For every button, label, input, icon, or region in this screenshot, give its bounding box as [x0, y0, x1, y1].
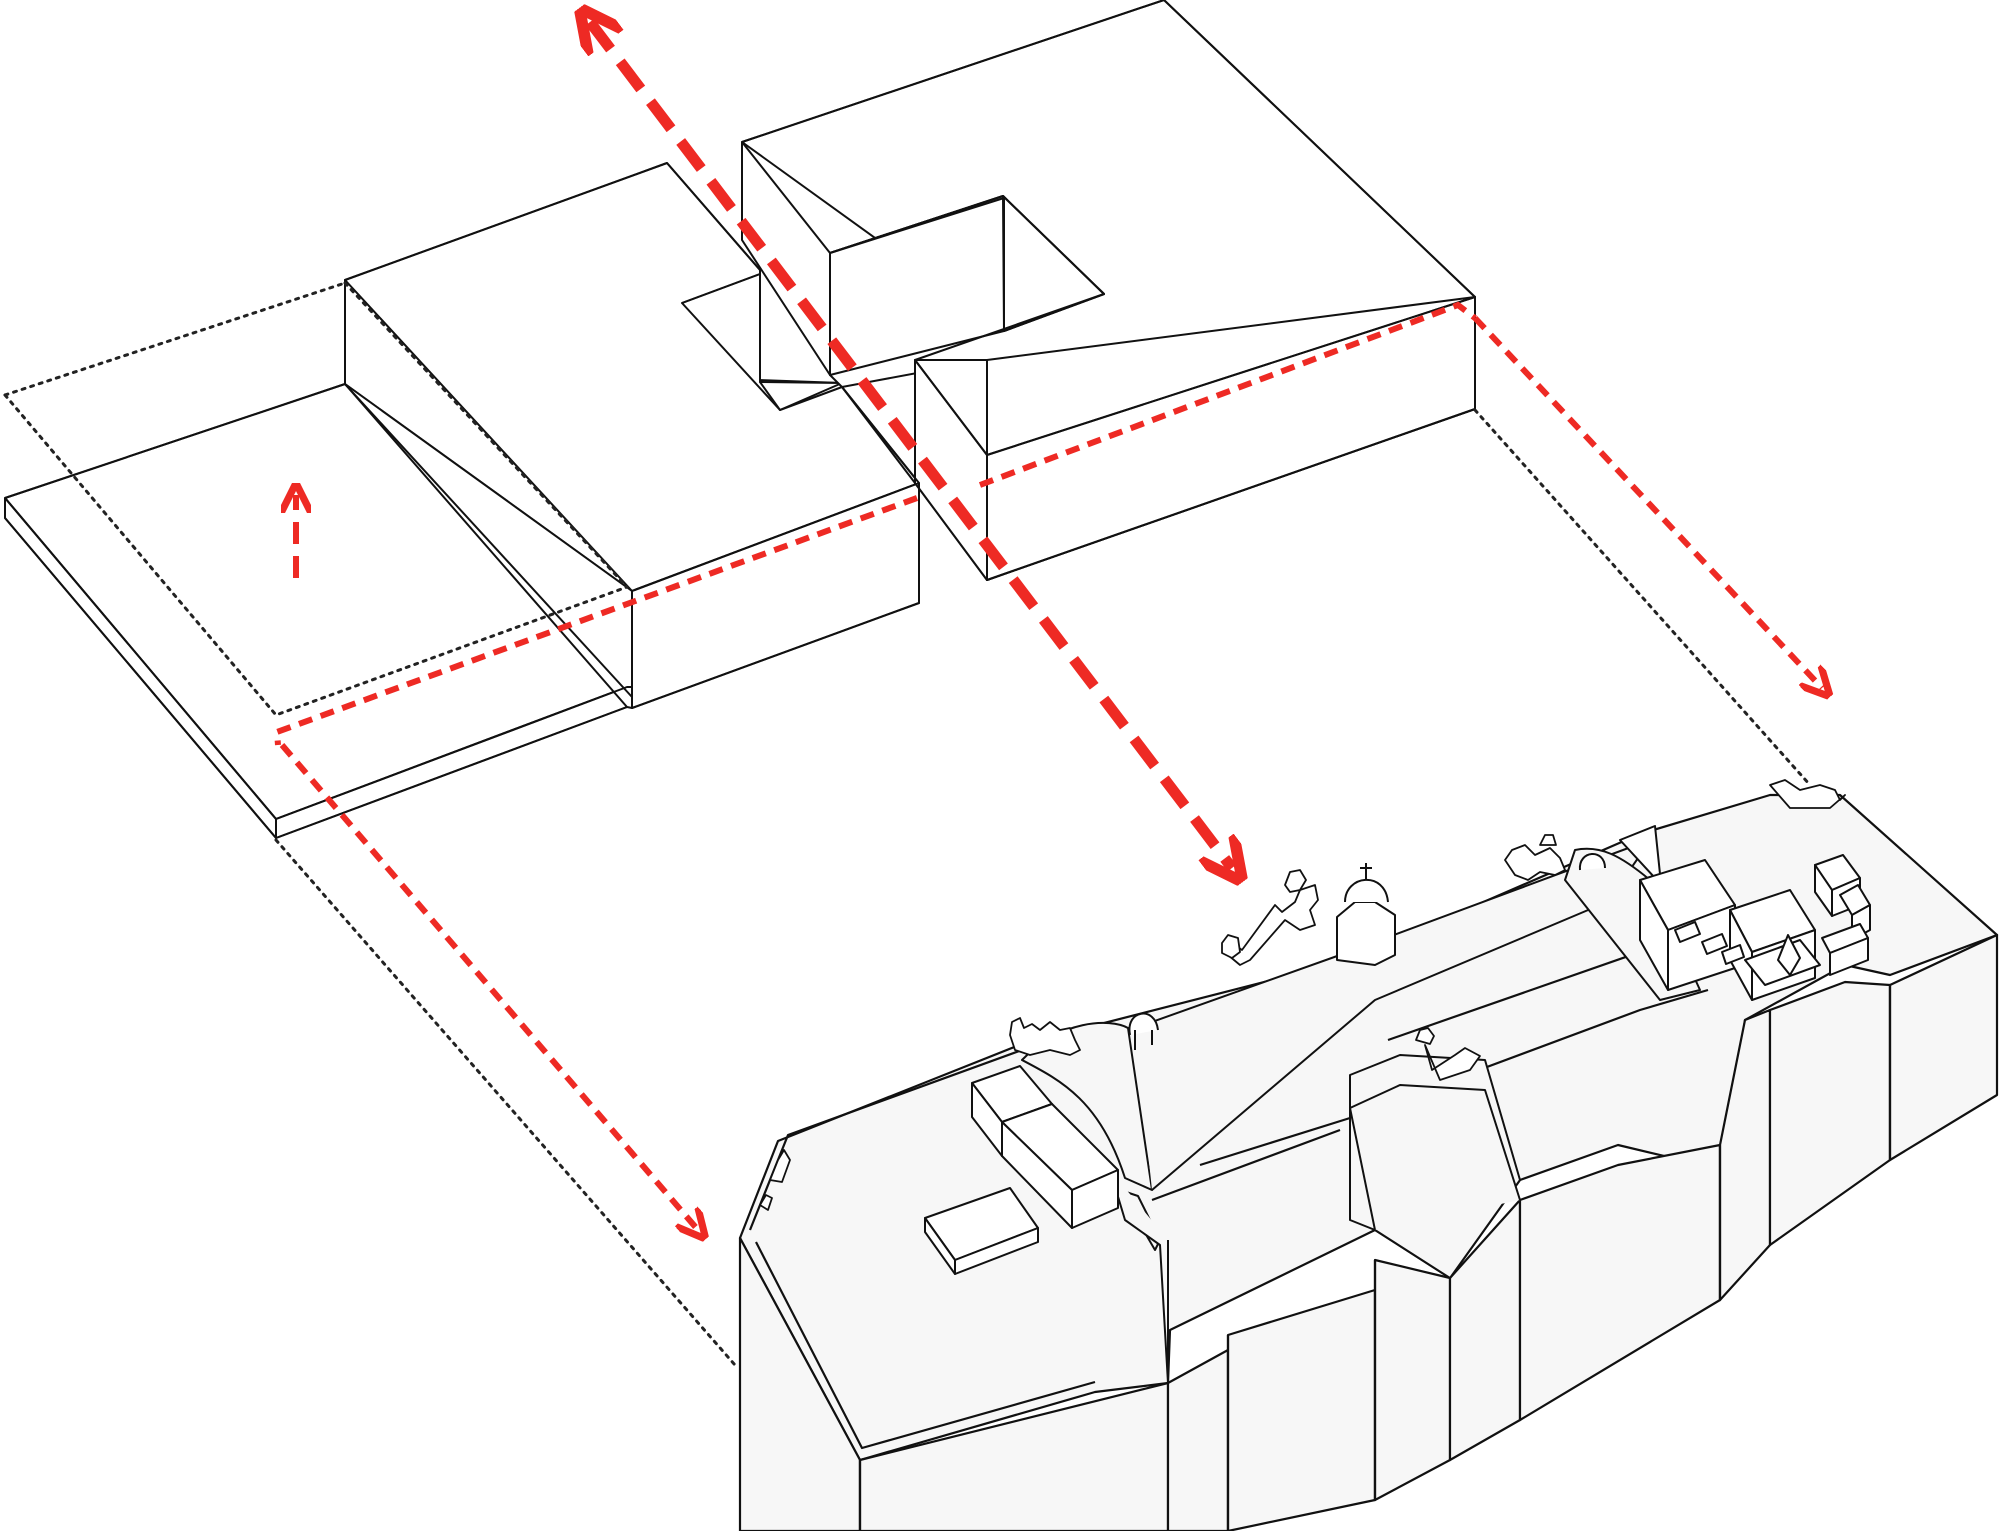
right-down-arrow	[1472, 315, 1822, 688]
main-diagonal-arrow	[590, 22, 1232, 868]
projection-right	[1473, 408, 1812, 787]
projection-dotted-outline	[3, 393, 629, 717]
left-down-arrow	[279, 743, 698, 1230]
church-rooftop-units	[924, 825, 1871, 1275]
projection-left	[274, 838, 737, 1367]
church-dome-tower	[1128, 853, 1606, 1050]
red-outline-left	[273, 495, 919, 746]
church-statues	[759, 779, 1846, 1211]
projection-dotted-outline	[3, 281, 347, 397]
massing-model	[4, 0, 1476, 839]
